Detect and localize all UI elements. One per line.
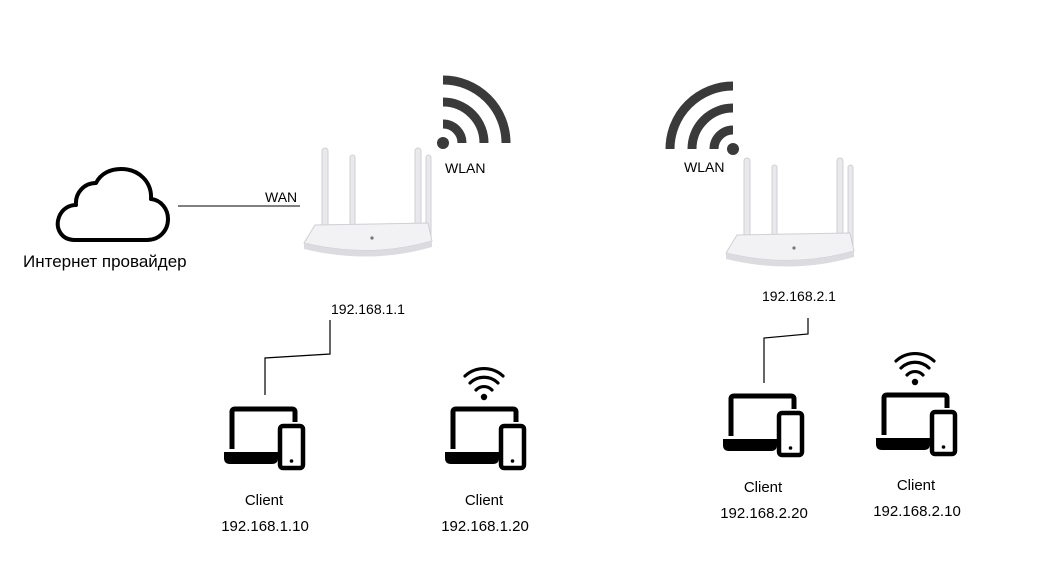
client3-ip: 192.168.2.20: [720, 505, 808, 522]
ethernet-link-2: [763, 318, 809, 383]
laptop-phone-icon: [723, 393, 805, 458]
wifi-icon: [437, 75, 511, 149]
router2-wlan-label: WLAN: [684, 159, 725, 175]
client4-ip: 192.168.2.10: [873, 503, 961, 520]
isp-label: Интернет провайдер: [23, 252, 187, 271]
laptop-phone-icon: [876, 392, 958, 457]
ethernet-link-1: [264, 320, 331, 395]
laptop-phone-icon: [445, 406, 527, 471]
client3-label: Client: [743, 479, 783, 496]
router-icon: [725, 157, 855, 267]
client4-label: Client: [896, 477, 936, 494]
router-icon: [303, 147, 433, 257]
router1-ip: 192.168.1.1: [331, 301, 405, 317]
wifi-icon: [463, 366, 505, 401]
client1-label: Client: [244, 492, 284, 509]
client1-ip: 192.168.1.10: [221, 518, 309, 535]
wifi-icon: [665, 81, 739, 155]
client2-label: Client: [464, 492, 504, 509]
wifi-icon: [894, 351, 936, 386]
router2-ip: 192.168.2.1: [762, 288, 836, 304]
router1-wlan-label: WLAN: [445, 160, 486, 176]
cloud-icon: [55, 167, 170, 242]
wan-label: WAN: [265, 189, 298, 205]
client2-ip: 192.168.1.20: [441, 518, 529, 535]
laptop-phone-icon: [224, 406, 306, 471]
